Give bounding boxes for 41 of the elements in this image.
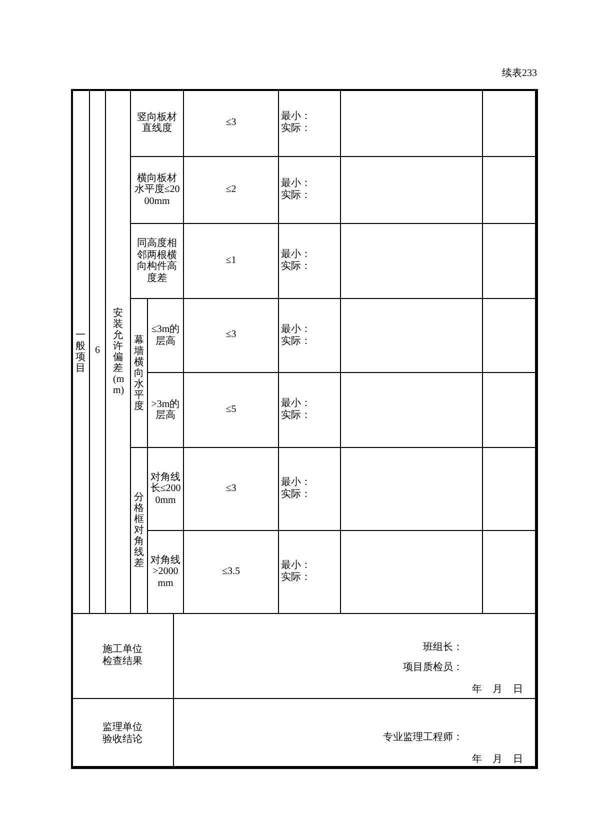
- cell-text: 对角线>2000mm: [150, 554, 182, 590]
- cell-text: 幕墙横向水平度: [134, 334, 144, 412]
- cell-text: 项目质检员：: [403, 663, 463, 673]
- cell-text: 最小：: [281, 249, 311, 260]
- cell-text: 横向板材水平度≤2000mm: [133, 172, 181, 208]
- cell-text: 最小：: [281, 111, 311, 122]
- cell-text: ≤3m的层高: [150, 324, 181, 347]
- cell-text: 一般项目: [76, 330, 86, 374]
- cell-text: 实际：: [281, 489, 311, 501]
- cell-text: 最小：: [281, 178, 311, 190]
- cell-text: >3m的层高: [150, 398, 181, 422]
- cell-text: ≤3: [226, 329, 236, 342]
- cell-text: ≤3: [226, 482, 236, 496]
- cell-text: 实际：: [281, 261, 311, 273]
- cell-text: 年 月 日: [472, 685, 523, 695]
- cell-text: 最小：: [281, 324, 311, 336]
- cell-text: 施工单位检查结果: [102, 644, 144, 668]
- cell-text: 6: [95, 345, 100, 358]
- cell-text: 实际：: [281, 190, 311, 202]
- cell-text: 最小：: [281, 477, 311, 488]
- cell-text: 年 月 日: [472, 755, 523, 765]
- cell-text: 续表233: [502, 69, 537, 79]
- cell-text: ≤3.5: [222, 566, 240, 578]
- cell-text: 班组长：: [423, 643, 463, 653]
- cell-text: 实际：: [281, 123, 311, 135]
- cell-text: ≤5: [226, 404, 236, 416]
- cell-text: 实际：: [281, 572, 311, 584]
- cell-text: 竖向板材直线度: [136, 112, 178, 134]
- cell-text: 分格框对角线差: [134, 492, 144, 569]
- cell-text: 实际：: [281, 410, 311, 422]
- cell-text: 监理单位验收结论: [102, 722, 144, 746]
- cell-text: 实际：: [281, 336, 311, 348]
- cell-text: 对角线长≤2000mm: [149, 472, 182, 506]
- cell-text: ≤3: [226, 116, 236, 130]
- cell-text: ≤1: [226, 254, 236, 268]
- cell-text: 安装允许偏差(mm): [113, 308, 123, 396]
- cell-text: 最小：: [281, 560, 311, 572]
- cell-text: 专业监理工程师：: [383, 733, 463, 743]
- cell-text: 同高度相邻两根横向构件高度差: [136, 238, 178, 284]
- cell-text: 最小：: [281, 398, 311, 410]
- cell-text: ≤2: [226, 184, 236, 196]
